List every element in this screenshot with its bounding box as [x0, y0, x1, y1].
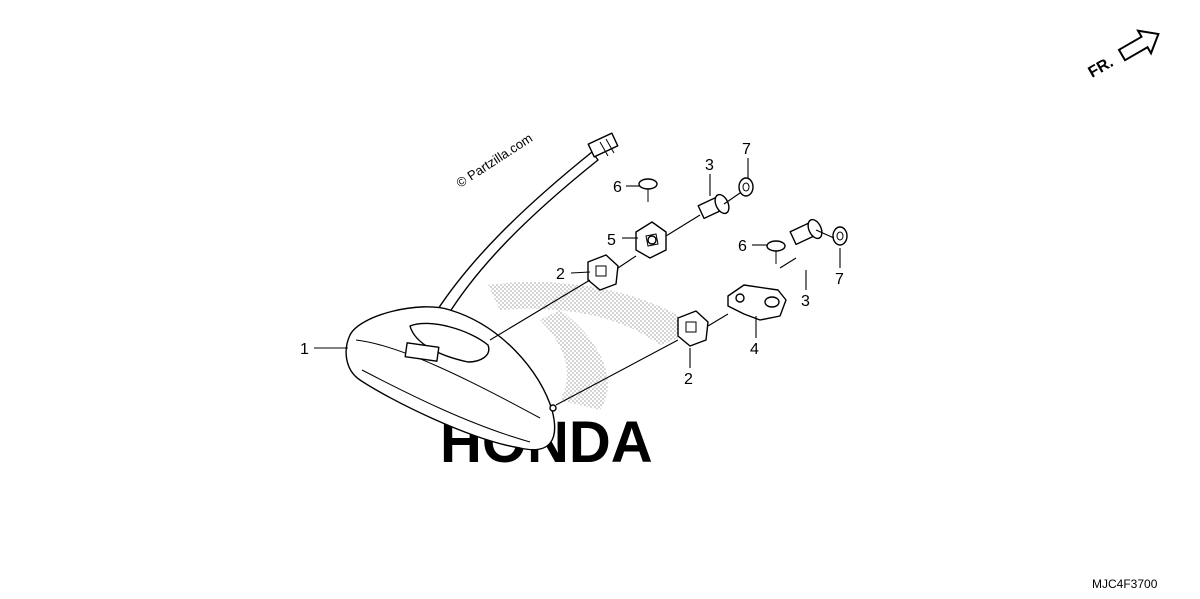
- grommet-lower: [677, 310, 709, 347]
- collar-lower: [789, 218, 823, 246]
- tail-lamp-assembly: [345, 306, 557, 451]
- partzilla-watermark: © Partzilla.com: [453, 130, 535, 190]
- nut-upper: [738, 177, 754, 197]
- collar-upper: [697, 193, 730, 220]
- callout-7-upper: 7: [742, 141, 751, 158]
- callout-2-lower: 2: [684, 371, 693, 388]
- screw-upper: [638, 178, 658, 202]
- callout-5: 5: [607, 232, 616, 249]
- lamp-wire-harness: [435, 132, 619, 319]
- callout-7-lower: 7: [835, 271, 844, 288]
- front-direction-arrow: [1117, 29, 1160, 62]
- drawing-code: MJC4F3700: [1092, 577, 1158, 591]
- callout-6-upper: 6: [613, 179, 622, 196]
- front-direction-label: FR.: [1086, 54, 1117, 82]
- grommet-upper: [587, 254, 619, 291]
- bracket-upper: [635, 221, 667, 259]
- callout-3-lower: 3: [801, 293, 810, 310]
- nut-lower: [832, 226, 848, 246]
- callout-1: 1: [300, 341, 309, 358]
- callout-2-upper: 2: [556, 266, 565, 283]
- callout-3-upper: 3: [705, 157, 714, 174]
- leader-lines: [314, 158, 841, 368]
- bracket-lower: [727, 284, 787, 321]
- callout-6-lower: 6: [738, 238, 747, 255]
- callout-labels: 1 2 2 3 3 4 5 6 6 7 7: [300, 141, 844, 388]
- assembly-lines: [489, 192, 835, 406]
- screw-lower: [766, 240, 786, 264]
- arrow-icon: [1117, 29, 1160, 62]
- callout-4: 4: [750, 341, 759, 358]
